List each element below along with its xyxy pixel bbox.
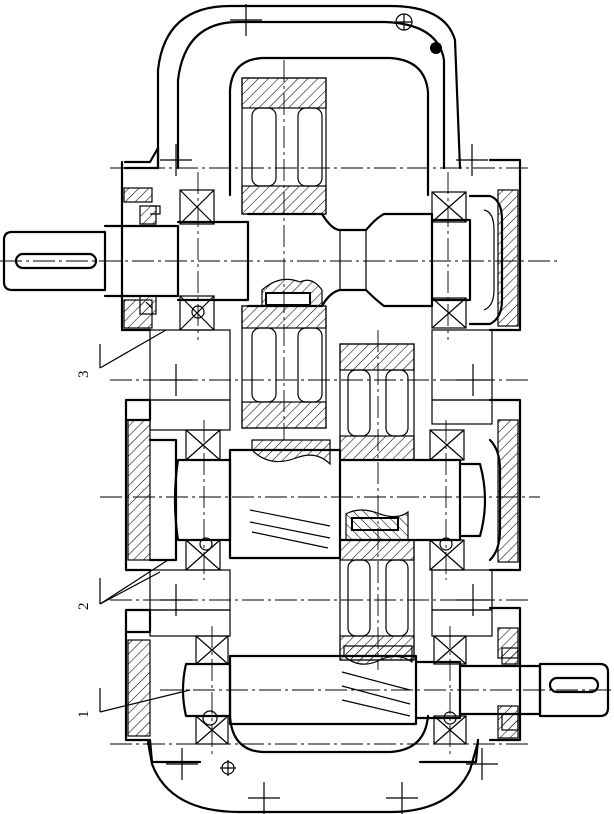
part-label-1: 1	[76, 688, 191, 719]
intermediate-bearings	[148, 429, 502, 571]
label-1-text: 1	[76, 711, 92, 719]
part-label-3: 3	[76, 329, 167, 379]
input-shaft	[2, 212, 472, 308]
bolt-crosses	[160, 4, 498, 814]
part-label-2: 2	[76, 559, 169, 611]
input-bearings	[139, 189, 504, 331]
dowel-pins	[220, 13, 442, 776]
housing-bosses	[149, 329, 493, 637]
label-2-text: 2	[76, 603, 92, 611]
housing	[120, 4, 522, 814]
center-lines	[0, 60, 614, 756]
label-3-text: 3	[76, 371, 92, 379]
intermediate-gear	[339, 343, 415, 661]
